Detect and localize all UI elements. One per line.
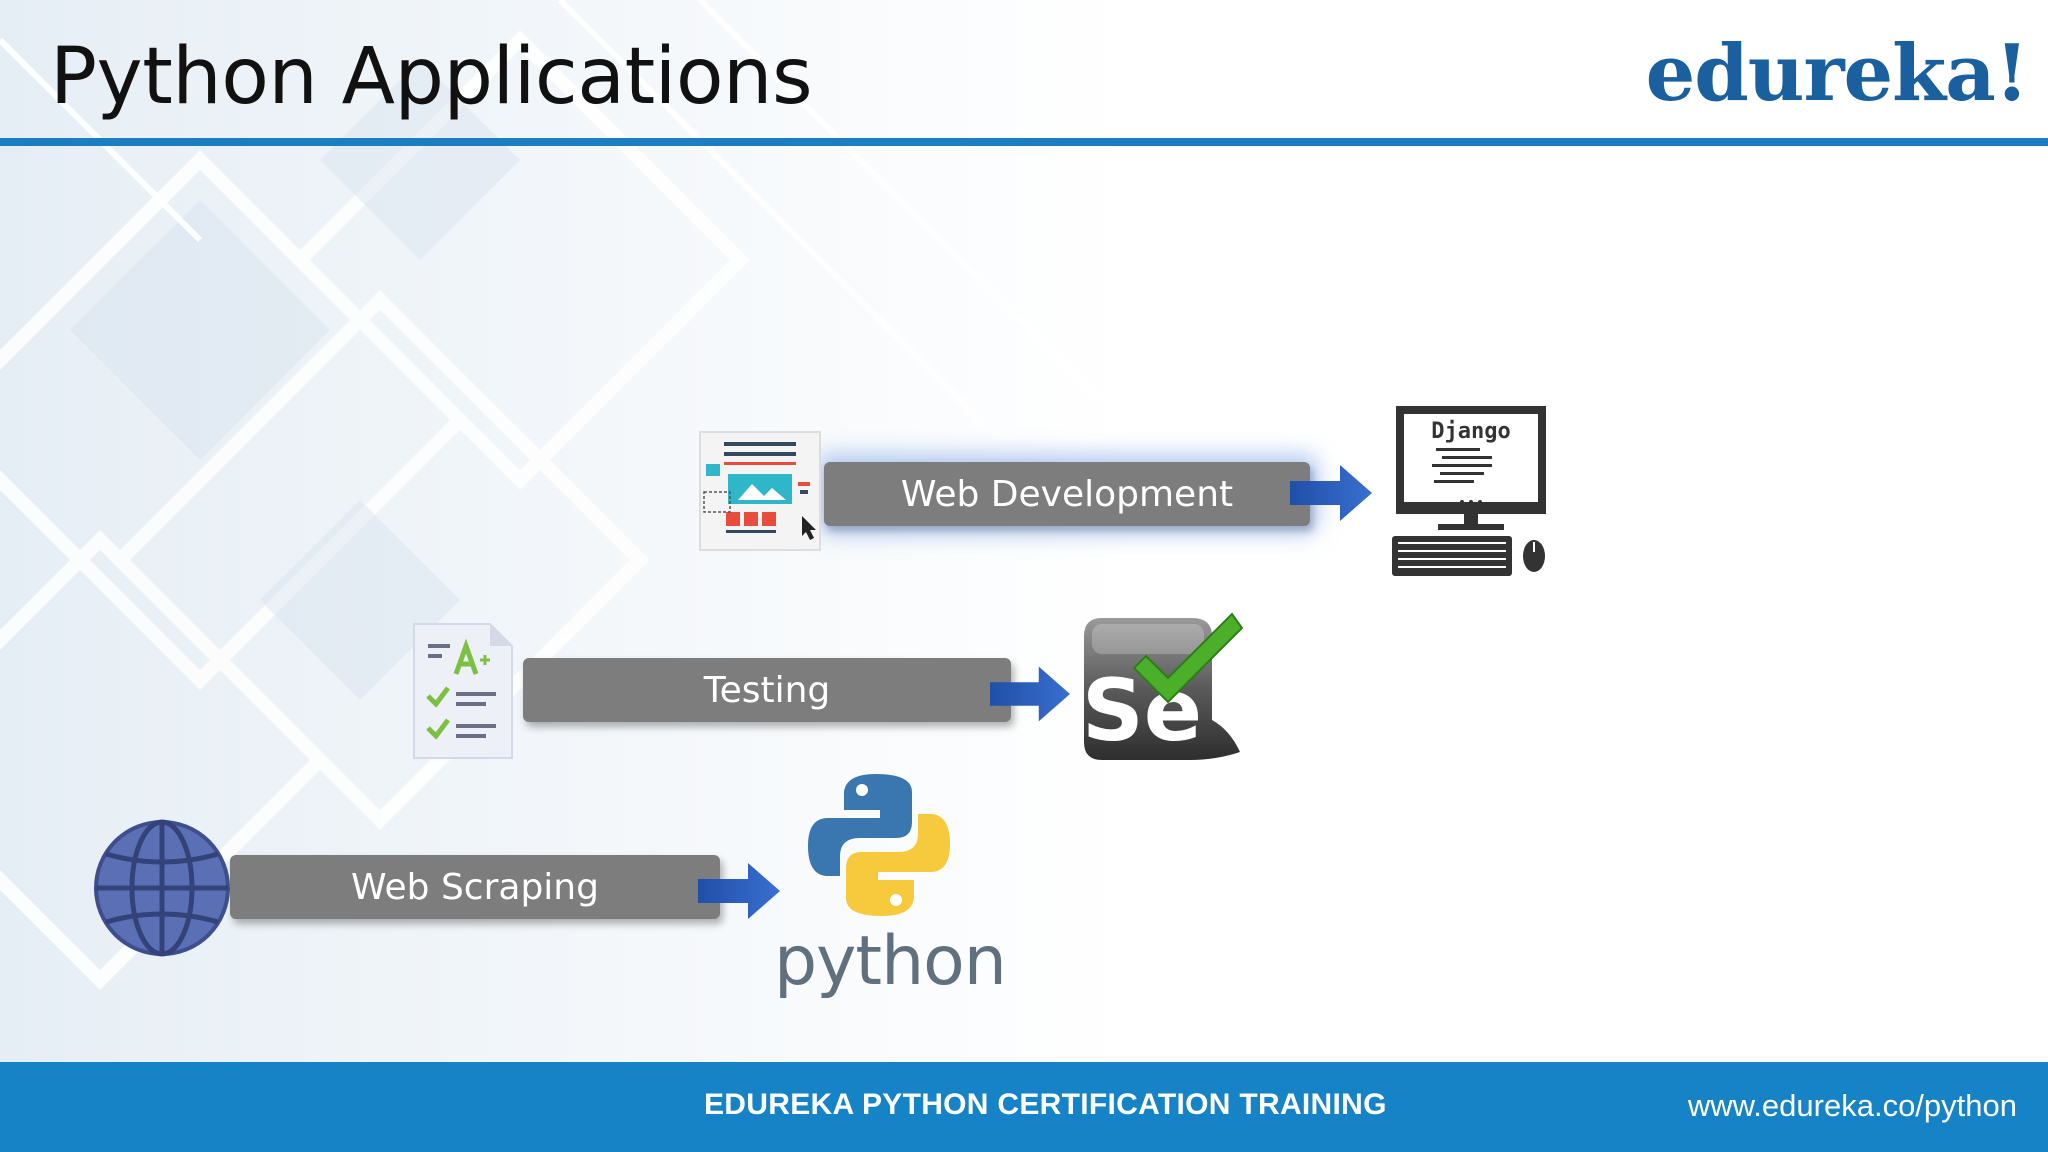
arrow-right-icon (990, 666, 1070, 722)
selenium-logo-icon: Se (1082, 612, 1244, 761)
django-text: Django (1431, 419, 1510, 444)
webpage-design-icon (699, 431, 821, 551)
footer-bar: EDUREKA PYTHON CERTIFICATION TRAINING ww… (0, 1062, 2048, 1152)
page-title: Python Applications (50, 32, 813, 122)
python-logo-icon (808, 774, 950, 916)
arrow-right-icon (698, 863, 780, 919)
bar-label: Testing (703, 669, 831, 711)
bar-testing: Testing (523, 658, 1011, 722)
brand-logo: edureka! (1645, 28, 2029, 119)
header-divider (0, 138, 2048, 146)
bar-label: Web Scraping (351, 866, 599, 908)
bar-web-scraping: Web Scraping (230, 855, 720, 919)
arrow-right-icon (1290, 465, 1372, 521)
footer-url-link[interactable]: www.edureka.co/python (1687, 1088, 2017, 1123)
python-wordmark: python (774, 922, 1007, 1001)
bar-web-development: Web Development (824, 462, 1310, 526)
django-computer-icon: Django (1392, 406, 1546, 576)
bar-label: Web Development (900, 473, 1234, 515)
checklist-grade-icon (413, 623, 513, 759)
globe-icon (94, 819, 230, 957)
footer-course-title: EDUREKA PYTHON CERTIFICATION TRAINING (704, 1088, 1387, 1121)
